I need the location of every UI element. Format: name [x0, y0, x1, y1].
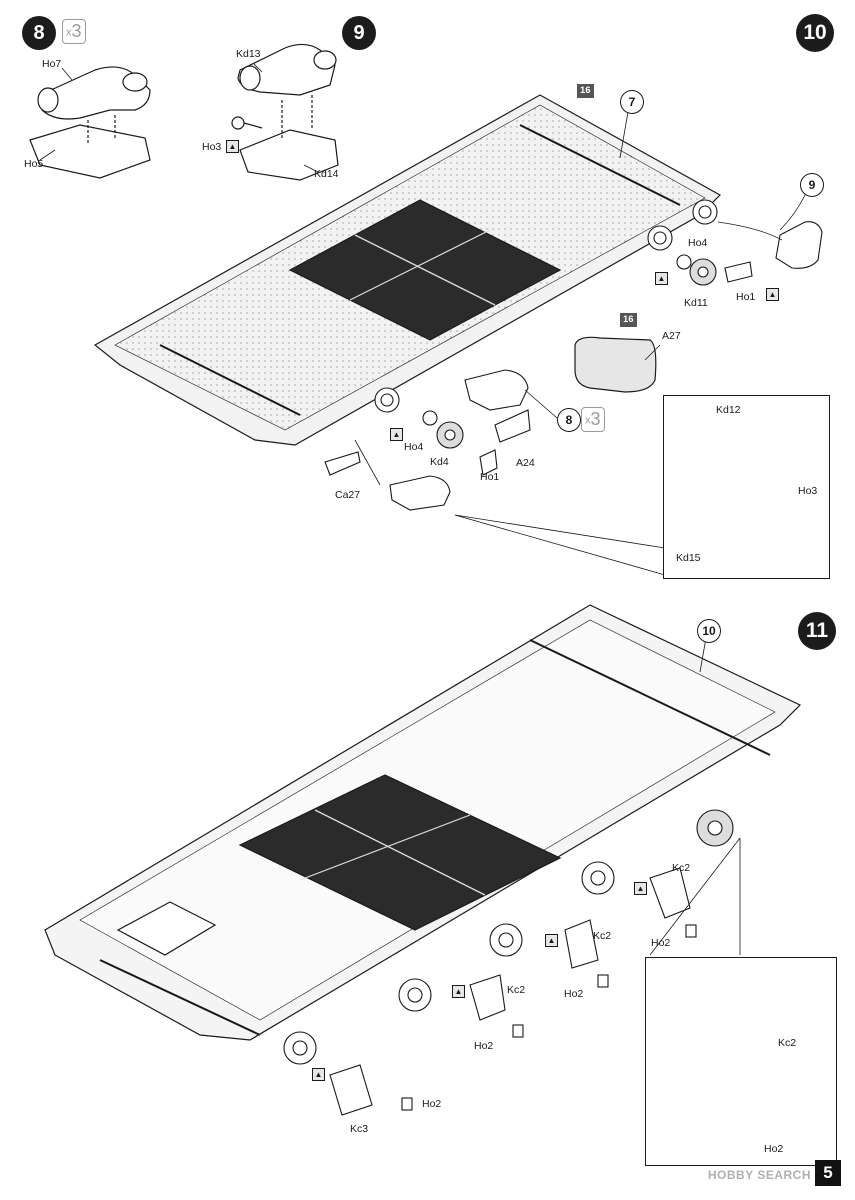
adhesive-icon: ▲: [634, 882, 647, 895]
part-label-ho7: Ho7: [42, 58, 62, 70]
part-label-ho3: Ho3: [798, 485, 818, 497]
adhesive-icon: ▲: [312, 1068, 325, 1081]
page-number: 5: [815, 1160, 841, 1186]
step10-road-wheel-arms: [324, 199, 823, 511]
part-label-ho2: Ho2: [474, 1040, 494, 1052]
step-10-marker: 10: [796, 14, 834, 52]
part-label-ho5: Ho5: [24, 158, 44, 170]
detail-box-step10: [663, 395, 830, 579]
part-label-ho2: Ho2: [651, 937, 671, 949]
part-label-a24: A24: [516, 457, 535, 469]
multiplier-step8: x3: [62, 19, 86, 45]
multiplier-callout-8: x3: [581, 407, 605, 433]
part-label-ho2: Ho2: [564, 988, 584, 1000]
step10-lower-hull: [93, 94, 721, 446]
part-label-ho2: Ho2: [422, 1098, 442, 1110]
step11-lower-hull: [44, 604, 802, 1041]
ref-16-mid: 16: [620, 313, 637, 327]
part-label-ca27: Ca27: [335, 489, 361, 501]
part-label-a27: A27: [662, 330, 681, 342]
part-label-kc3: Kc3: [350, 1123, 369, 1135]
part-label-kd13: Kd13: [236, 48, 261, 60]
adhesive-icon: ▲: [390, 428, 403, 441]
adhesive-icon: ▲: [545, 934, 558, 947]
part-label-ho2: Ho2: [764, 1143, 784, 1155]
step11-road-wheel-arms: [283, 809, 734, 1116]
adhesive-icon: ▲: [766, 288, 779, 301]
step-11-marker: 11: [798, 612, 836, 650]
callout-step-10: 10: [697, 619, 721, 643]
part-label-kd11: Kd11: [684, 297, 708, 309]
step9-suspension-arm: [231, 43, 339, 181]
ref-16-top: 16: [577, 84, 594, 98]
step8-suspension-arm: [29, 66, 151, 179]
adhesive-icon: ▲: [655, 272, 668, 285]
step10-leader-lines: [354, 111, 806, 576]
detail-box-step11: [645, 957, 837, 1166]
part-label-kd12: Kd12: [716, 404, 741, 416]
part-label-kd15: Kd15: [676, 552, 701, 564]
step-9-marker: 9: [342, 16, 376, 50]
watermark-logo: HOBBY SEARCH: [707, 1168, 811, 1182]
adhesive-icon: ▲: [226, 140, 239, 153]
part-label-kc2: Kc2: [593, 930, 612, 942]
part-label-kd4: Kd4: [430, 456, 449, 468]
part-label-kc2: Kc2: [672, 862, 691, 874]
callout-step-9: 9: [800, 173, 824, 197]
part-label-ho1: Ho1: [736, 291, 756, 303]
callout-step-7: 7: [620, 90, 644, 114]
part-label-ho4: Ho4: [404, 441, 424, 453]
part-label-kc2: Kc2: [507, 984, 526, 996]
step11-leader-lines: [649, 637, 741, 956]
callout-step-8: 8: [557, 408, 581, 432]
adhesive-icon: ▲: [452, 985, 465, 998]
part-label-ho3: Ho3: [202, 141, 222, 153]
part-label-ho4: Ho4: [688, 237, 708, 249]
part-label-ho1: Ho1: [480, 471, 500, 483]
step-8-marker: 8: [22, 16, 56, 50]
part-label-kd14: Kd14: [314, 168, 339, 180]
part-label-kc2: Kc2: [778, 1037, 797, 1049]
